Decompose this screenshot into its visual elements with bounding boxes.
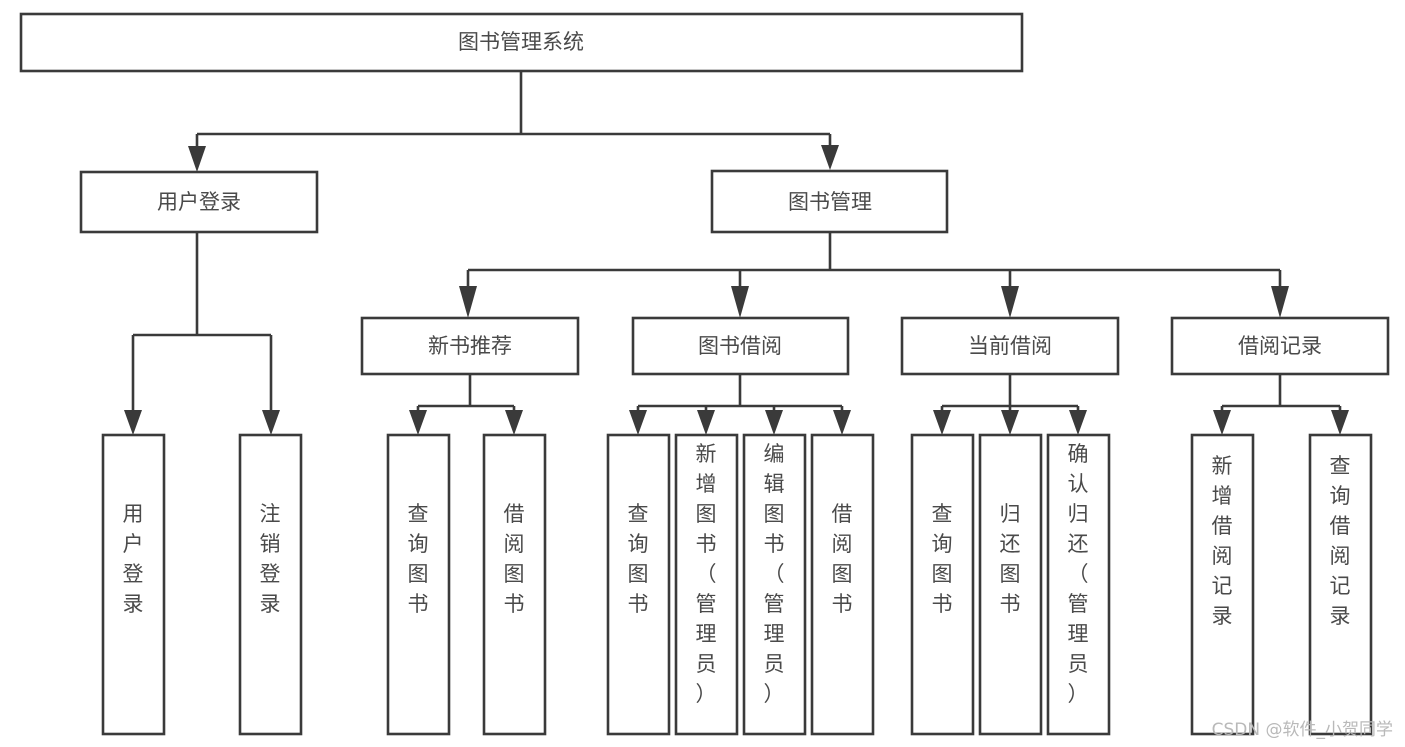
arrowhead-leaf-borrow-book <box>833 410 851 435</box>
leaf-user-login-box[interactable] <box>101 433 166 736</box>
arrowhead-leaf-query-book-borrow <box>629 410 647 435</box>
leaf-edit-book-admin[interactable]: 编辑图书（管理员） <box>742 433 807 736</box>
leaf-confirm-return-admin-label: 确认归还（管理员） <box>1068 442 1089 706</box>
leaf-query-book-borrow[interactable]: 查询图书 <box>606 433 671 736</box>
arrowhead-user-login <box>188 146 206 172</box>
leaf-query-book-current[interactable]: 查询图书 <box>910 433 975 736</box>
arrowhead-leaf-edit-book-admin <box>765 410 783 435</box>
leaf-borrow-book-recommend-label: 借阅图书 <box>504 502 525 616</box>
arrowhead-leaf-add-book-admin <box>697 410 715 435</box>
node-current-borrow-box[interactable] <box>900 316 1120 376</box>
arrowhead-leaf-borrow-book-recommend <box>505 410 523 435</box>
node-borrow-record[interactable]: 借阅记录 <box>1170 316 1390 376</box>
arrowhead-leaf-query-book-current <box>933 410 951 435</box>
arrowhead-current-borrow <box>1001 286 1019 318</box>
node-root[interactable]: 图书管理系统 <box>19 12 1024 73</box>
node-borrow-record-label: 借阅记录 <box>1238 334 1322 358</box>
leaf-confirm-return-admin-box[interactable] <box>1046 433 1111 736</box>
leaf-query-book-current-box[interactable] <box>910 433 975 736</box>
arrowhead-book-borrow <box>731 286 749 318</box>
arrowhead-leaf-confirm-return-admin <box>1069 410 1087 435</box>
node-user-login-label: 用户登录 <box>157 190 241 214</box>
leaf-query-borrow-record[interactable]: 查询借阅记录 <box>1308 433 1373 736</box>
leaf-edit-book-admin-box[interactable] <box>742 433 807 736</box>
arrowhead-leaf-return-book <box>1001 410 1019 435</box>
leaf-borrow-book-box[interactable] <box>810 433 875 736</box>
node-borrow-record-box[interactable] <box>1170 316 1390 376</box>
node-book-borrow[interactable]: 图书借阅 <box>631 316 850 376</box>
leaf-add-borrow-record-box[interactable] <box>1190 433 1255 736</box>
leaf-borrow-book-recommend[interactable]: 借阅图书 <box>482 433 547 736</box>
leaf-return-book-label: 归还图书 <box>1000 502 1021 616</box>
arrowhead-new-book-recommend <box>459 286 477 318</box>
leaf-add-borrow-record-label: 新增借阅记录 <box>1212 454 1233 628</box>
node-book-manage-label: 图书管理 <box>788 190 872 214</box>
arrowhead-leaf-query-borrow-record <box>1331 410 1349 435</box>
leaf-query-book-current-label: 查询图书 <box>932 502 953 616</box>
connector-layer <box>124 71 1349 435</box>
arrowhead-leaf-add-borrow-record <box>1213 410 1231 435</box>
arrowhead-leaf-user-logout <box>262 410 280 435</box>
leaf-user-logout[interactable]: 注销登录 <box>238 433 303 736</box>
leaf-query-book-recommend-label: 查询图书 <box>408 502 429 616</box>
node-user-login[interactable]: 用户登录 <box>79 170 319 234</box>
leaf-query-book-borrow-box[interactable] <box>606 433 671 736</box>
leaf-query-book-recommend-box[interactable] <box>386 433 451 736</box>
node-root-box[interactable] <box>19 12 1024 73</box>
leaf-user-logout-box[interactable] <box>238 433 303 736</box>
leaf-add-book-admin[interactable]: 新增图书（管理员） <box>674 433 739 736</box>
leaf-borrow-book[interactable]: 借阅图书 <box>810 433 875 736</box>
leaf-borrow-book-recommend-box[interactable] <box>482 433 547 736</box>
leaf-add-book-admin-label: 新增图书（管理员） <box>696 442 717 706</box>
leaf-confirm-return-admin[interactable]: 确认归还（管理员） <box>1046 433 1111 736</box>
node-new-book-recommend[interactable]: 新书推荐 <box>360 316 580 376</box>
node-user-login-box[interactable] <box>79 170 319 234</box>
node-new-book-recommend-label: 新书推荐 <box>428 334 512 358</box>
arrowhead-book-manage <box>821 145 839 170</box>
leaf-borrow-book-label: 借阅图书 <box>832 502 853 616</box>
node-book-manage-box[interactable] <box>710 169 949 234</box>
leaf-user-login[interactable]: 用户登录 <box>101 433 166 736</box>
leaf-query-book-recommend[interactable]: 查询图书 <box>386 433 451 736</box>
csdn-watermark: CSDN @软件_小贺同学 <box>1212 720 1393 740</box>
node-root-label: 图书管理系统 <box>458 30 584 54</box>
arrowhead-leaf-user-login <box>124 410 142 435</box>
leaf-return-book-box[interactable] <box>978 433 1043 736</box>
arrowhead-borrow-record <box>1271 286 1289 318</box>
leaf-add-book-admin-box[interactable] <box>674 433 739 736</box>
leaf-query-borrow-record-box[interactable] <box>1308 433 1373 736</box>
leaf-user-logout-label: 注销登录 <box>260 502 281 616</box>
node-book-manage[interactable]: 图书管理 <box>710 169 949 234</box>
leaf-user-login-label: 用户登录 <box>123 502 144 616</box>
leaf-add-borrow-record[interactable]: 新增借阅记录 <box>1190 433 1255 736</box>
node-current-borrow[interactable]: 当前借阅 <box>900 316 1120 376</box>
node-current-borrow-label: 当前借阅 <box>968 334 1052 358</box>
arrowhead-leaf-query-book-recommend <box>409 410 427 435</box>
node-book-borrow-label: 图书借阅 <box>698 334 782 358</box>
node-new-book-recommend-box[interactable] <box>360 316 580 376</box>
node-book-borrow-box[interactable] <box>631 316 850 376</box>
leaf-edit-book-admin-label: 编辑图书（管理员） <box>764 442 785 706</box>
leaf-query-borrow-record-label: 查询借阅记录 <box>1330 454 1351 628</box>
leaf-return-book[interactable]: 归还图书 <box>978 433 1043 736</box>
leaf-query-book-borrow-label: 查询图书 <box>628 502 649 616</box>
